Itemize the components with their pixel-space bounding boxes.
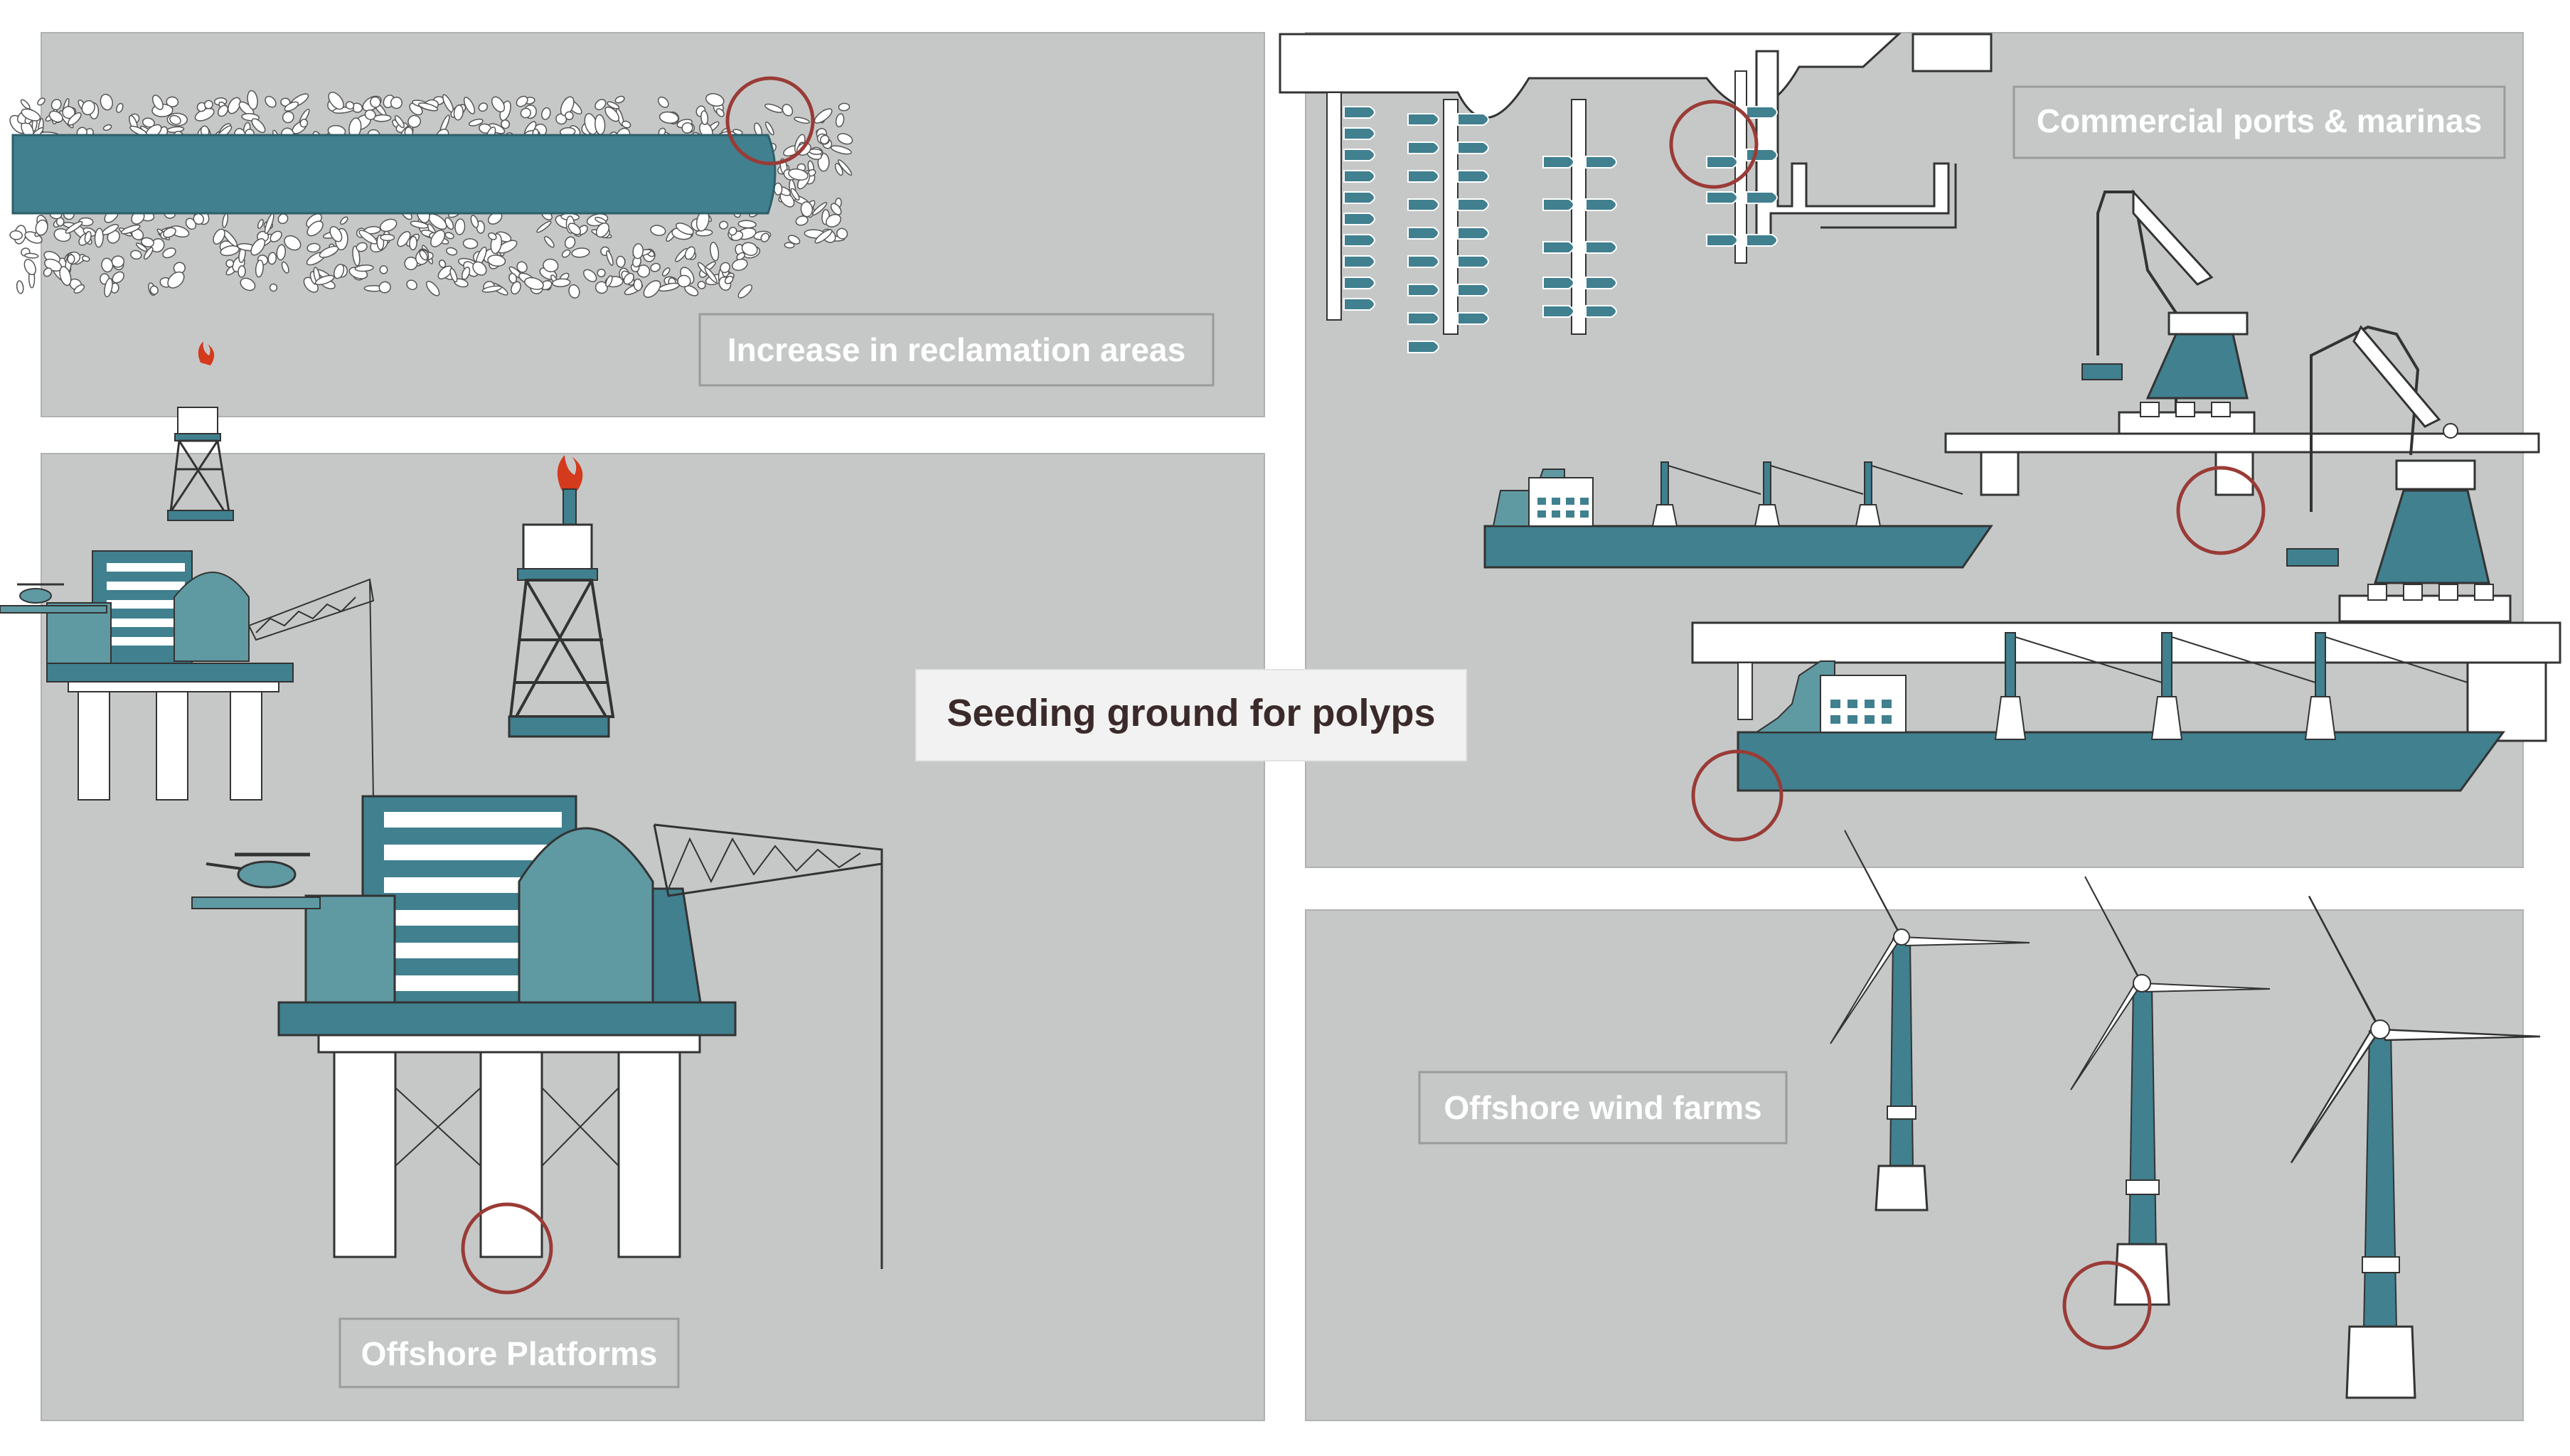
polyp-marker-ship-hull [1691, 749, 1783, 842]
ports-label-text: Commercial ports & marinas [2037, 102, 2482, 139]
moored-boat [1746, 191, 1778, 204]
wind-turbine-3 [2290, 895, 2542, 1399]
center-label: Seeding ground for polyps [915, 669, 1467, 761]
polyp-marker-platform [461, 1202, 553, 1295]
moored-boat [1407, 170, 1439, 183]
moored-boat [1706, 234, 1738, 247]
moored-boat [1407, 198, 1439, 211]
polyp-marker-marina [1669, 100, 1759, 189]
reclamation-label-text: Increase in reclamation areas [727, 331, 1185, 368]
moored-boat [1457, 113, 1489, 126]
moored-boat [1746, 149, 1778, 161]
marina-illustration [1279, 33, 1993, 353]
platforms-label: Offshore Platforms [338, 1317, 680, 1388]
moored-boat [1746, 106, 1778, 119]
cargo-ship-1 [1483, 461, 1993, 569]
moored-boat [1343, 170, 1375, 183]
moored-boat [1407, 255, 1439, 268]
moored-boat [1343, 298, 1375, 311]
moored-boat [1407, 141, 1439, 154]
moored-boat [1585, 241, 1617, 254]
oil-platform-small [0, 341, 375, 801]
moored-boat [1457, 284, 1489, 296]
port-crane-1 [2081, 189, 2256, 435]
moored-boat [1343, 234, 1375, 247]
moored-boat [1542, 198, 1574, 211]
wind-turbine-2 [2070, 876, 2271, 1306]
platforms-label-text: Offshore Platforms [361, 1335, 658, 1372]
polyp-marker-wind-foundation [2062, 1260, 2152, 1350]
moored-boat [1457, 141, 1489, 154]
oil-platform-large [191, 455, 883, 1269]
moored-boat [1343, 149, 1375, 161]
reclamation-landfill [11, 134, 777, 215]
moored-boat [1343, 213, 1375, 225]
moored-boat [1343, 127, 1375, 140]
moored-boat [1542, 305, 1574, 318]
wind-label-text: Offshore wind farms [1444, 1089, 1761, 1126]
moored-boat [1407, 284, 1439, 296]
moored-boat [1457, 227, 1489, 240]
moored-boat [1585, 277, 1617, 289]
moored-boat [1407, 312, 1439, 325]
moored-boat [1585, 198, 1617, 211]
moored-boat [1706, 156, 1738, 168]
moored-boat [1343, 255, 1375, 268]
moored-boat [1407, 341, 1439, 353]
flame-icon [557, 455, 583, 491]
reclamation-rubble-illustration [9, 90, 853, 299]
polyp-marker-quay [2176, 466, 2266, 555]
center-label-text: Seeding ground for polyps [947, 692, 1436, 734]
ports-panel: Commercial ports & marinas [1279, 32, 2561, 868]
polyp-marker-reclamation [725, 76, 815, 166]
moored-boat [1343, 106, 1375, 119]
moored-boat [1585, 156, 1617, 168]
moored-boat [1542, 277, 1574, 289]
moored-boat [1706, 191, 1738, 204]
flame-icon [198, 341, 215, 365]
quay-lower [1691, 621, 2561, 742]
moored-boat [1457, 255, 1489, 268]
moored-boat [1542, 241, 1574, 254]
port-crane-2 [2286, 325, 2512, 623]
moored-boat [1457, 170, 1489, 183]
moored-boat [1407, 227, 1439, 240]
moored-boat [1585, 305, 1617, 318]
wind-panel: Offshore wind farms [1305, 830, 2542, 1421]
reclamation-label: Increase in reclamation areas [698, 313, 1215, 387]
reclamation-panel: Increase in reclamation areas [9, 32, 1265, 417]
moored-boat [1407, 113, 1439, 126]
wind-label: Offshore wind farms [1418, 1071, 1788, 1145]
moored-boat [1746, 234, 1778, 247]
moored-boat [1457, 312, 1489, 325]
moored-boat [1542, 156, 1574, 168]
wind-turbine-1 [1830, 830, 2030, 1211]
moored-boat [1343, 191, 1375, 204]
cargo-ship-2 [1737, 632, 2505, 792]
moored-boat [1343, 277, 1375, 289]
moored-boat [1457, 198, 1489, 211]
ports-label: Commercial ports & marinas [2012, 85, 2506, 159]
quay-upper [1944, 432, 2540, 496]
platforms-panel: Offshore Platforms [0, 341, 1265, 1421]
